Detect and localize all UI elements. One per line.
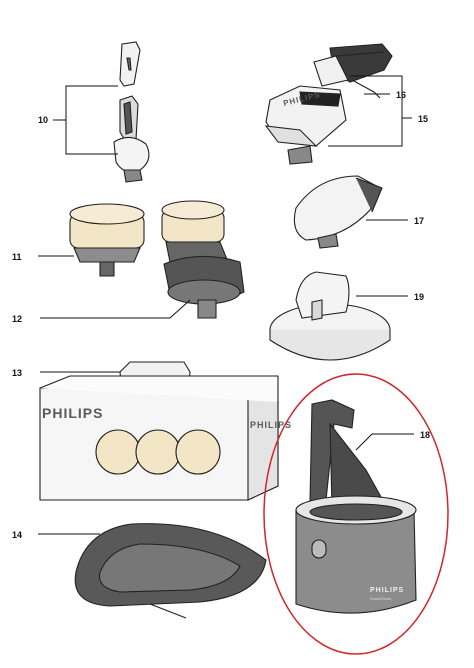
protection-cap	[293, 175, 383, 249]
leader-18	[355, 433, 414, 451]
box-front-brand: PHILIPS	[42, 405, 103, 421]
part-number-12: 12	[12, 314, 22, 324]
part-number-11: 11	[12, 252, 22, 262]
station-brand-label: PHILIPS	[370, 587, 404, 594]
brush-with-adapter	[161, 200, 245, 319]
part-number-16: 16	[396, 90, 406, 100]
beard-styler-attachment: PHILIPS	[264, 85, 347, 165]
part-number-17: 17	[414, 216, 424, 226]
beard-styler-comb	[313, 43, 393, 99]
part-number-14: 14	[12, 530, 22, 540]
part-number-19: 19	[414, 292, 424, 302]
precision-trimmer-cap	[119, 41, 141, 87]
stand	[269, 271, 391, 361]
brush-refill-box: PHILIPS PHILIPS	[39, 361, 292, 501]
station-sub-label: SmartClean	[370, 596, 391, 601]
precision-trimmer-attachment	[113, 95, 150, 183]
box-side-brand: PHILIPS	[250, 420, 292, 430]
travel-pouch	[74, 523, 267, 619]
bracket-15	[328, 75, 412, 147]
part-number-13: 13	[12, 368, 22, 378]
cleansing-brush-head	[69, 203, 145, 277]
highlight-ellipse	[263, 373, 449, 655]
part-number-18: 18	[420, 430, 430, 440]
part-number-10: 10	[38, 115, 48, 125]
smartclean-station: PHILIPS SmartClean	[295, 399, 417, 614]
leader-12	[40, 299, 191, 319]
bracket-10	[53, 85, 118, 155]
part-number-15: 15	[418, 114, 428, 124]
